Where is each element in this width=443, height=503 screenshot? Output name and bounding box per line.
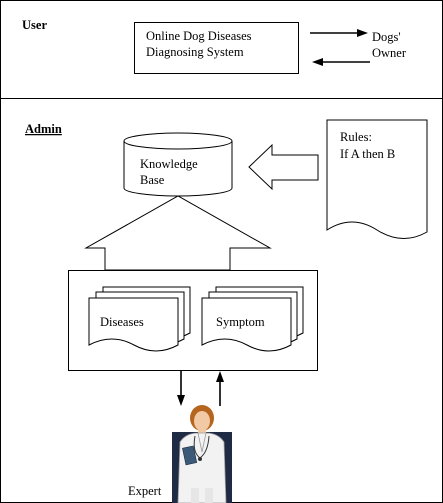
system-box-line1: Online Dog Diseases	[146, 29, 252, 43]
knowledge-base-cylinder	[123, 132, 233, 197]
arrow-to-owner	[310, 29, 368, 37]
admin-section-label: Admin	[25, 122, 62, 136]
container-to-kb-arrow	[84, 195, 272, 271]
expert-face	[194, 411, 210, 431]
rules-line1: Rules:	[340, 130, 372, 144]
diseases-document-stack	[88, 286, 191, 352]
rules-document	[326, 119, 428, 239]
arrow-to-expert	[177, 371, 185, 406]
expert-label: Expert	[128, 484, 162, 498]
symptom-document-stack	[201, 286, 304, 352]
system-box	[134, 22, 299, 74]
expert-coat	[177, 432, 227, 503]
rules-to-kb-arrow	[248, 143, 319, 191]
user-section-label: User	[22, 18, 47, 32]
arrow-from-owner	[312, 58, 370, 66]
owner-label-line2: Owner	[372, 46, 407, 60]
diseases-label: Diseases	[100, 315, 144, 329]
system-box-line2: Diagnosing System	[146, 45, 244, 59]
owner-label-line1: Dogs'	[372, 30, 401, 44]
symptom-label: Symptom	[216, 315, 265, 329]
arrow-from-expert	[216, 371, 224, 406]
expert-figure	[172, 405, 232, 503]
rules-line2: If A then B	[340, 147, 395, 161]
expert-clipboard	[182, 445, 198, 466]
knowledge-base-line2: Base	[140, 173, 165, 187]
knowledge-base-line1: Knowledge	[140, 157, 198, 171]
